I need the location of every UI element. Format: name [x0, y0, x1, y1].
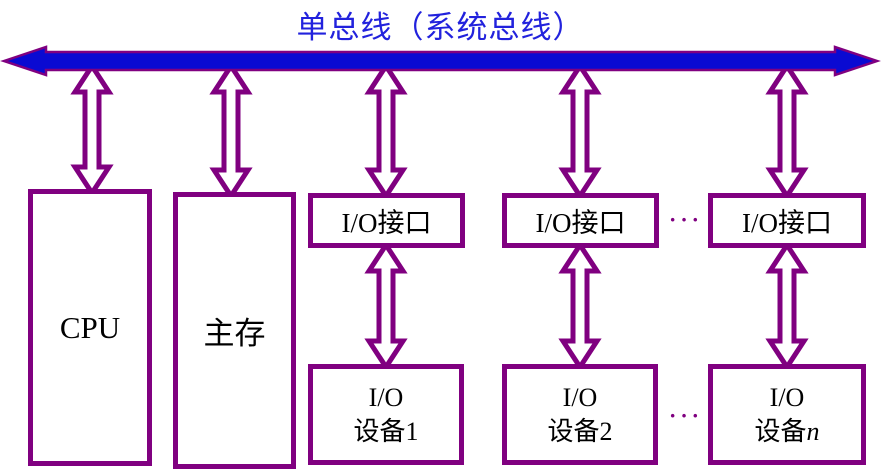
- io-device-label-line2: 设备1: [353, 416, 419, 446]
- io-interface-label: I/O接口: [535, 208, 626, 238]
- memory-box: 主存: [173, 192, 296, 469]
- interface-row-ellipsis: ···: [668, 207, 703, 232]
- io-device-label-line2: 设备n: [754, 416, 820, 446]
- io-interface-box-2: I/O接口: [502, 193, 659, 248]
- io-interface-box-1: I/O接口: [308, 193, 465, 248]
- cpu-label: CPU: [59, 309, 121, 345]
- io-device-label-line2: 设备2: [547, 416, 613, 446]
- device-row-ellipsis: ···: [668, 403, 703, 428]
- bus-interface1-connector-arrow: [364, 61, 408, 201]
- io-device-box-2: I/O 设备2: [502, 364, 658, 465]
- io-device-box-n: I/O 设备n: [708, 364, 866, 465]
- interface3-device3-connector-arrow: [765, 240, 809, 372]
- bus-cpu-connector-arrow: [70, 61, 114, 198]
- bus-title-label: 单总线（系统总线）: [296, 10, 585, 45]
- io-device-label-line1: I/O: [368, 382, 404, 412]
- cpu-box: CPU: [28, 189, 152, 466]
- io-device-box-1: I/O 设备1: [308, 364, 464, 465]
- system-bus-arrow: [0, 45, 881, 77]
- io-interface-box-3: I/O接口: [708, 193, 866, 248]
- bus-interface3-connector-arrow: [765, 61, 809, 201]
- io-interface-label: I/O接口: [742, 208, 832, 238]
- bus-memory-connector-arrow: [209, 61, 253, 201]
- interface2-device2-connector-arrow: [558, 240, 602, 372]
- io-device-label-line1: I/O: [769, 382, 805, 412]
- io-device-label-line1: I/O: [562, 382, 598, 412]
- memory-label: 主存: [203, 316, 266, 351]
- io-interface-label: I/O接口: [341, 208, 432, 238]
- interface1-device1-connector-arrow: [364, 240, 408, 372]
- bus-interface2-connector-arrow: [558, 61, 602, 201]
